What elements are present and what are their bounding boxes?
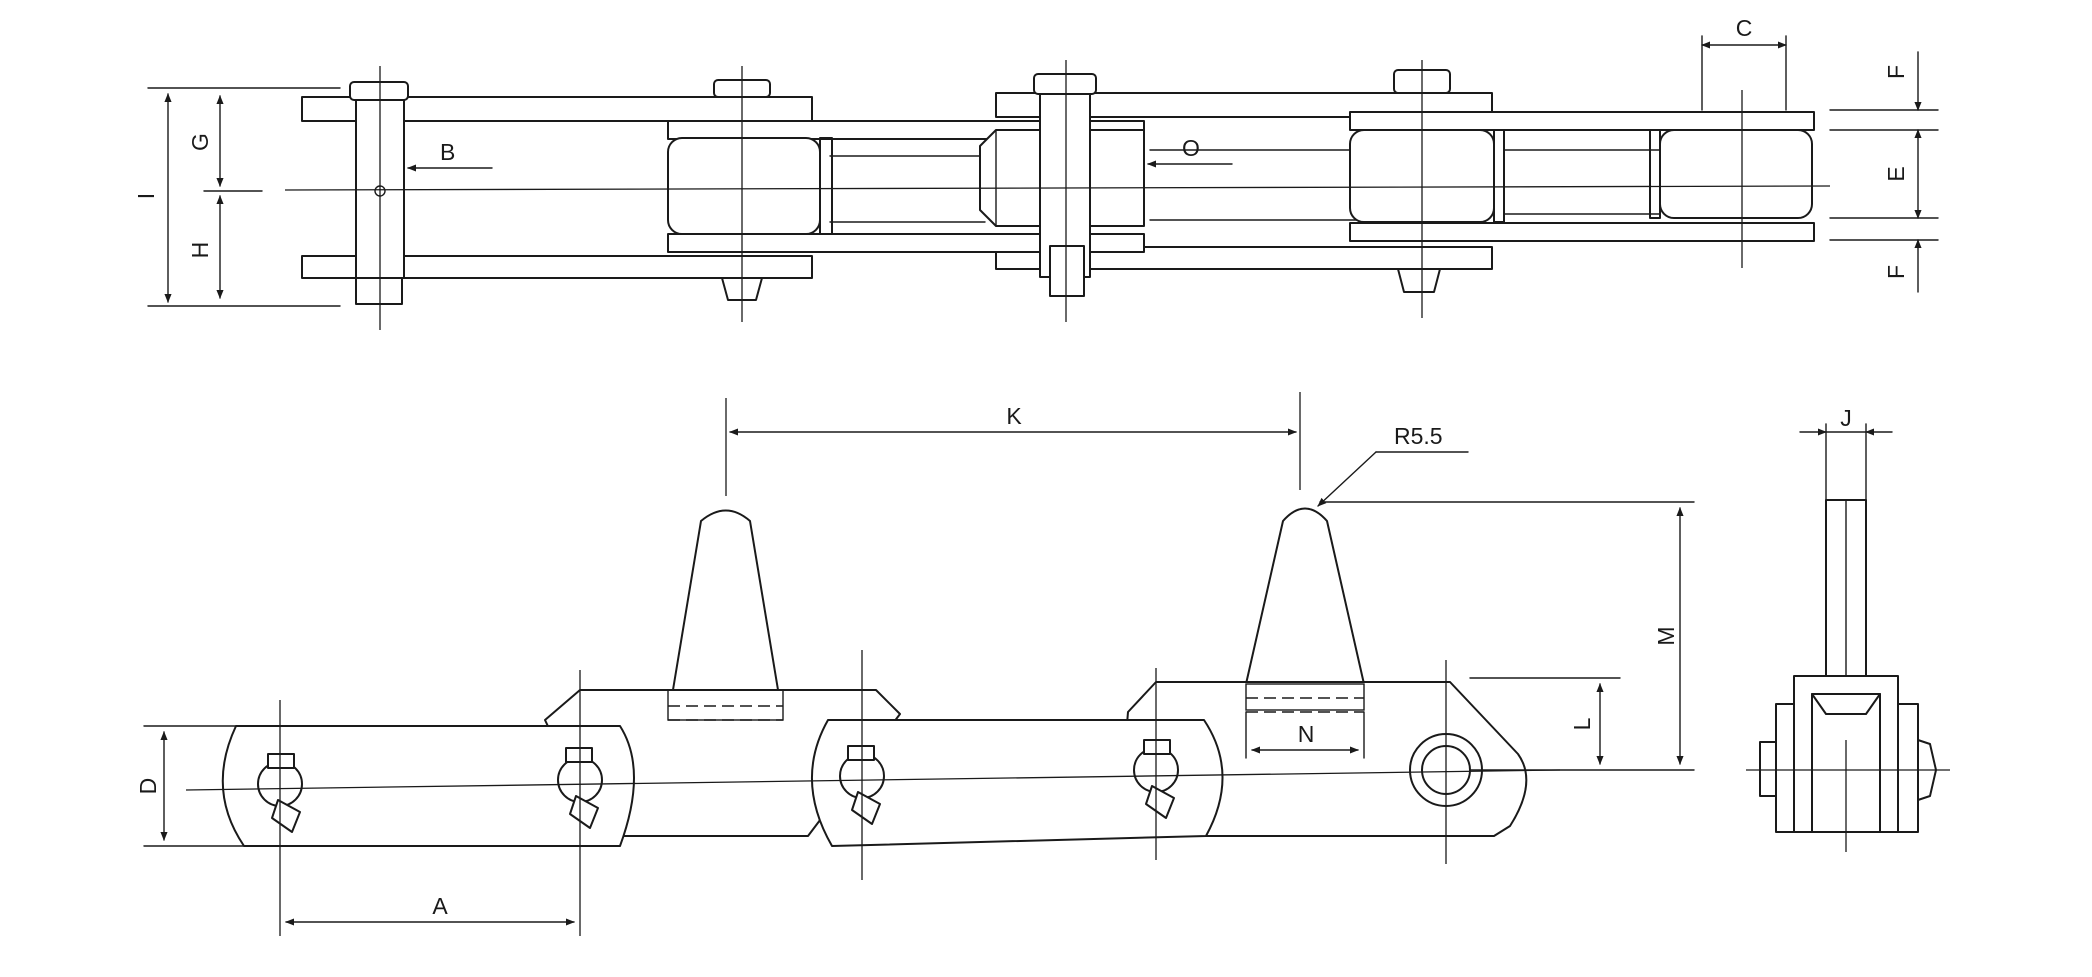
dimension-n: N [1245, 711, 1365, 759]
label-j: J [1840, 405, 1852, 431]
side-view: J [1746, 405, 1950, 852]
label-a: A [432, 893, 448, 919]
label-e: E [1883, 166, 1909, 181]
label-b: B [440, 139, 455, 165]
radius-leader: R5.5 [1317, 423, 1469, 507]
inner-plates [667, 111, 1815, 253]
dimension-i-g-h: I G H [133, 87, 341, 307]
label-n: N [1298, 721, 1315, 747]
label-o: O [1182, 135, 1200, 161]
label-h: H [187, 242, 213, 259]
label-c: C [1736, 15, 1753, 41]
rollers [667, 129, 1813, 235]
dimension-j: J [1799, 405, 1893, 501]
label-k: K [1006, 403, 1022, 429]
dimension-m: M [1319, 501, 1695, 771]
label-f-top: F [1883, 65, 1909, 79]
leader-b: B [407, 139, 493, 172]
front-view: K R5.5 M L N [135, 392, 1695, 936]
dimension-k: K [729, 403, 1297, 436]
label-radius: R5.5 [1394, 423, 1443, 449]
dimension-l: L [1469, 677, 1621, 765]
front-center-lines [185, 392, 1561, 936]
label-f-bottom: F [1883, 265, 1909, 279]
label-d: D [135, 778, 161, 795]
flights [667, 507, 1365, 721]
center-lines [284, 60, 1831, 330]
dimension-e-f: F E F [1829, 51, 1939, 293]
label-g: G [187, 133, 213, 151]
label-l: L [1569, 717, 1595, 730]
top-view: C F E F I G H B [133, 15, 1939, 330]
leader-o: O [1147, 135, 1233, 168]
dimension-a: A [285, 893, 575, 926]
dimension-d: D [135, 725, 245, 847]
label-i: I [133, 193, 159, 199]
dimension-c: C [1701, 15, 1787, 111]
label-m: M [1653, 626, 1679, 645]
